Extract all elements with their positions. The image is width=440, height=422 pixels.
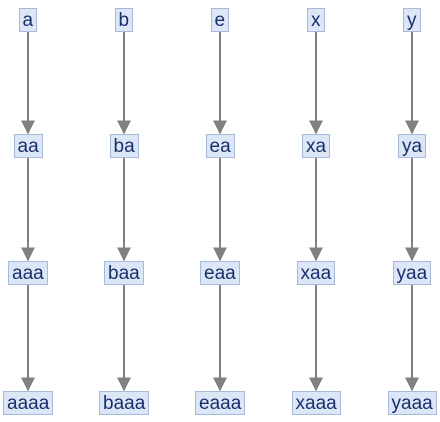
node-e: e <box>210 8 230 32</box>
node-x: x <box>307 8 325 32</box>
node-baa: baa <box>104 261 144 285</box>
node-xa: xa <box>302 134 331 158</box>
node-y: y <box>403 8 421 32</box>
node-yaa: yaa <box>392 261 432 285</box>
node-xaaa: xaaa <box>291 391 341 415</box>
node-baaa: baaa <box>99 391 150 415</box>
node-ya: ya <box>398 134 427 158</box>
node-ea: ea <box>205 134 235 158</box>
node-aaaa: aaaa <box>3 391 54 415</box>
node-a: a <box>18 8 38 32</box>
node-b: b <box>114 8 134 32</box>
node-xaa: xaa <box>296 261 336 285</box>
node-yaaa: yaaa <box>387 391 437 415</box>
node-eaa: eaa <box>200 261 240 285</box>
node-ba: ba <box>109 134 139 158</box>
node-aa: aa <box>13 134 43 158</box>
node-eaaa: eaaa <box>195 391 246 415</box>
node-aaa: aaa <box>8 261 48 285</box>
